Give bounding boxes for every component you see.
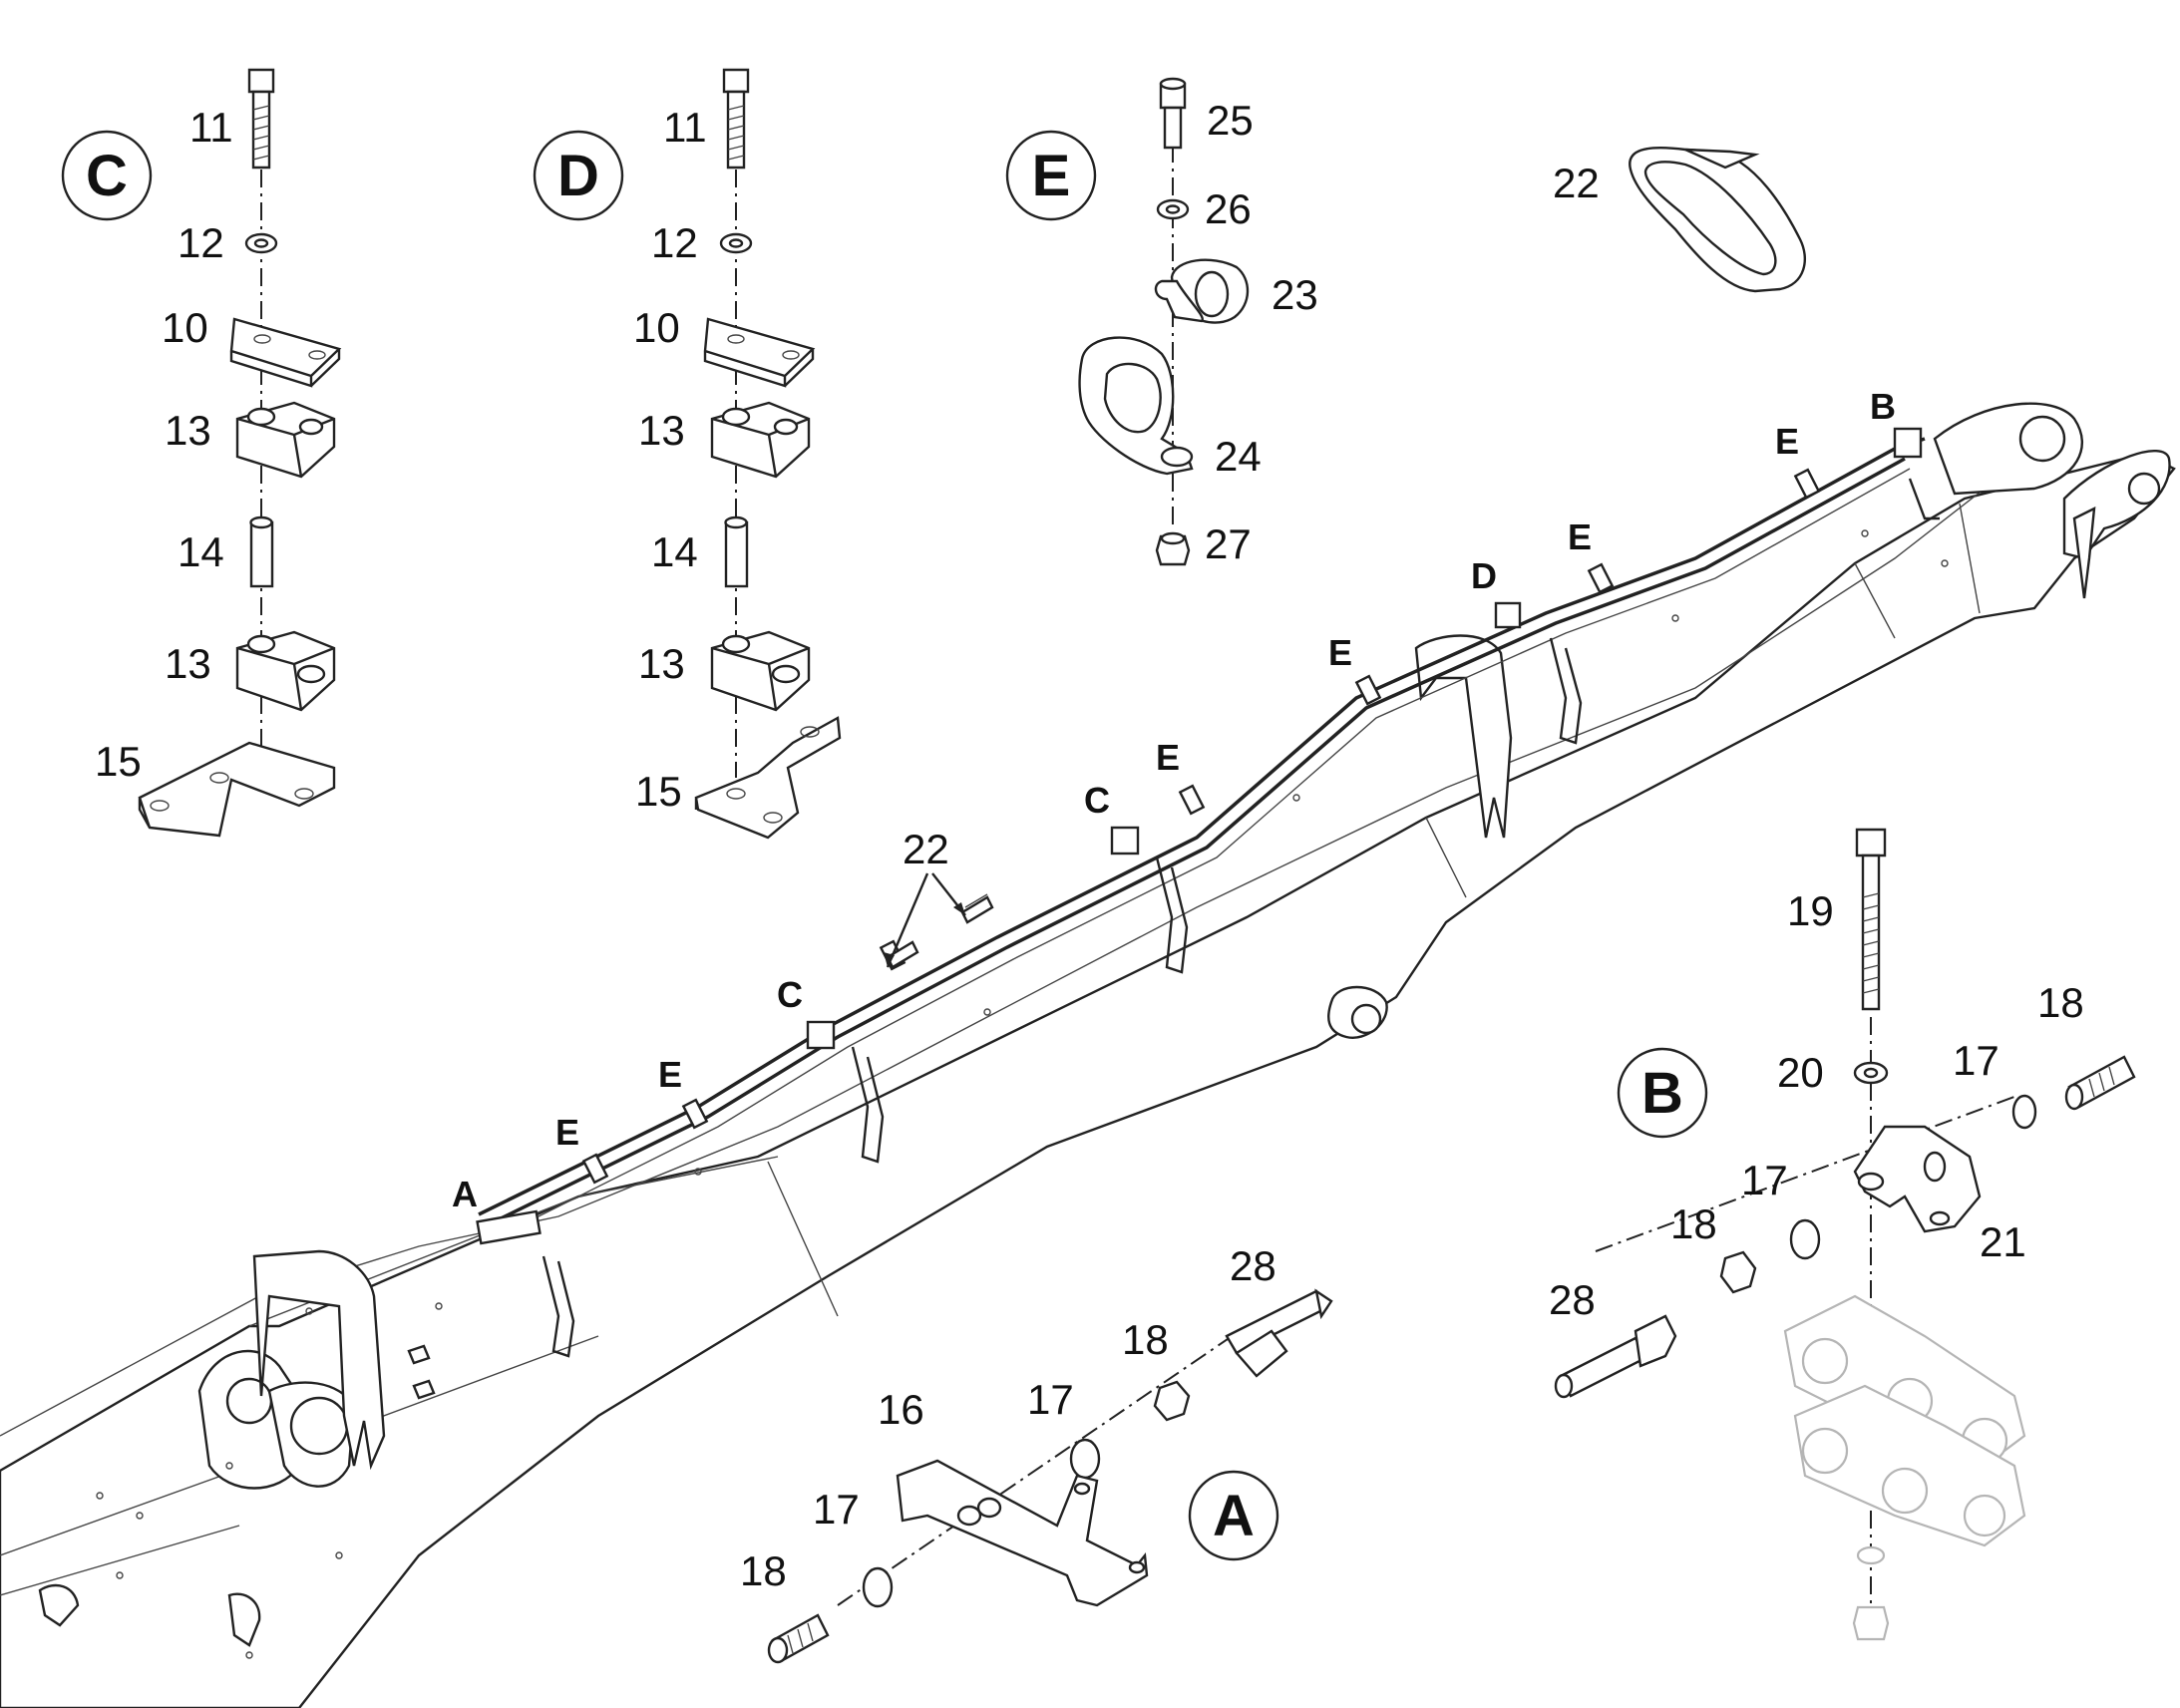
svg-text:27: 27 [1205, 520, 1252, 567]
svg-text:17: 17 [1027, 1376, 1074, 1423]
svg-text:12: 12 [178, 219, 224, 266]
svg-text:C: C [1084, 780, 1110, 821]
section-circle-c [61, 130, 153, 221]
svg-text:28: 28 [1549, 1276, 1596, 1323]
svg-text:15: 15 [635, 768, 682, 815]
svg-text:26: 26 [1205, 185, 1252, 232]
svg-text:20: 20 [1777, 1049, 1824, 1096]
svg-text:10: 10 [162, 304, 208, 351]
strap-22: 22 [1553, 147, 1807, 293]
svg-text:B: B [1870, 386, 1896, 427]
svg-text:E: E [658, 1054, 682, 1095]
svg-text:E: E [1568, 516, 1592, 557]
section-circle-e [1005, 130, 1097, 221]
svg-text:16: 16 [878, 1386, 924, 1433]
bolt-11 [247, 68, 275, 170]
section-circle-d-label: D [557, 144, 599, 208]
svg-text:C: C [777, 974, 803, 1015]
svg-text:17: 17 [1741, 1157, 1788, 1203]
svg-text:19: 19 [1787, 887, 1834, 934]
svg-text:23: 23 [1272, 271, 1318, 318]
svg-text:18: 18 [2037, 979, 2084, 1026]
svg-text:25: 25 [1207, 97, 1254, 144]
seal-17-right [2011, 1094, 2037, 1130]
svg-text:11: 11 [663, 104, 707, 151]
hose-end-28-b [1554, 1314, 1677, 1399]
svg-text:13: 13 [638, 407, 685, 454]
section-circle-a [1188, 1470, 1279, 1561]
hose-assembly [476, 427, 1940, 1358]
nut-18-a [1153, 1380, 1191, 1422]
svg-text:E: E [1156, 737, 1180, 778]
svg-text:18: 18 [1122, 1316, 1169, 1363]
existing-clamp-ghost [1783, 1294, 2026, 1641]
svg-text:E: E [555, 1112, 579, 1153]
bracket-16 [896, 1459, 1149, 1607]
boom-reference-letters: A B C C D E E E E E E [452, 386, 1896, 1214]
exploded-view-a: A 28 18 17 16 17 18 [740, 1242, 1333, 1664]
svg-text:A: A [452, 1174, 478, 1214]
hose-end-28-a [1225, 1288, 1333, 1378]
svg-text:13: 13 [165, 407, 211, 454]
section-circle-b [1617, 1047, 1708, 1139]
fitting-18-a [767, 1613, 830, 1664]
svg-text:22: 22 [1553, 160, 1600, 206]
svg-text:10: 10 [633, 304, 680, 351]
svg-text:17: 17 [1953, 1037, 1999, 1084]
excavator-boom [0, 402, 2176, 1708]
svg-text:E: E [1328, 632, 1352, 673]
exploded-view-e: E 25 26 23 24 27 [1005, 77, 1318, 567]
svg-text:14: 14 [651, 528, 698, 575]
bracket-21 [1853, 1125, 1982, 1233]
section-circle-d [533, 130, 624, 221]
nut-27 [1155, 531, 1191, 566]
svg-text:28: 28 [1230, 1242, 1276, 1289]
l-plate-15 [138, 741, 336, 838]
seal-17-left [1789, 1218, 1821, 1260]
section-circle-e-label: E [1032, 144, 1071, 208]
svg-text:17: 17 [813, 1486, 860, 1533]
exploded-view-b: B [1549, 828, 2136, 1641]
fitting-18-right [2064, 1055, 2136, 1111]
exploded-view-c: C 11 12 10 13 14 13 [61, 68, 342, 838]
seal-17-a-right [1069, 1438, 1101, 1480]
section-circle-c-label: C [86, 144, 128, 208]
spacer-14 [249, 515, 274, 588]
exploded-view-d: D 11 12 10 13 14 13 15 [533, 68, 842, 840]
clamp-half-13-lower [235, 630, 336, 712]
bolt-19 [1855, 828, 1887, 1011]
seal-17-a-left [862, 1566, 894, 1608]
svg-text:18: 18 [1670, 1200, 1717, 1247]
section-circle-a-label: A [1213, 1484, 1255, 1548]
svg-text:D: D [1471, 555, 1497, 596]
screw-25 [1159, 77, 1187, 150]
svg-text:22: 22 [903, 826, 949, 872]
svg-text:13: 13 [638, 640, 685, 687]
svg-text:14: 14 [178, 528, 224, 575]
nut-18-left [1719, 1250, 1757, 1294]
spacer-14 [724, 515, 749, 588]
clamp-insert-23 [1154, 258, 1250, 324]
svg-text:13: 13 [165, 640, 211, 687]
svg-text:15: 15 [95, 738, 142, 785]
bolt-11 [722, 68, 750, 170]
svg-text:18: 18 [740, 1547, 787, 1594]
svg-text:11: 11 [189, 104, 233, 151]
svg-text:21: 21 [1980, 1218, 2026, 1265]
l-plate-15 [694, 716, 842, 840]
section-circle-b-label: B [1641, 1061, 1683, 1126]
svg-text:E: E [1775, 421, 1799, 462]
boom-callout-22: 22 [884, 826, 966, 968]
svg-text:12: 12 [651, 219, 698, 266]
clamp-half-13-lower [710, 630, 811, 712]
svg-text:24: 24 [1215, 433, 1262, 480]
p-clamp-24 [1078, 336, 1194, 476]
